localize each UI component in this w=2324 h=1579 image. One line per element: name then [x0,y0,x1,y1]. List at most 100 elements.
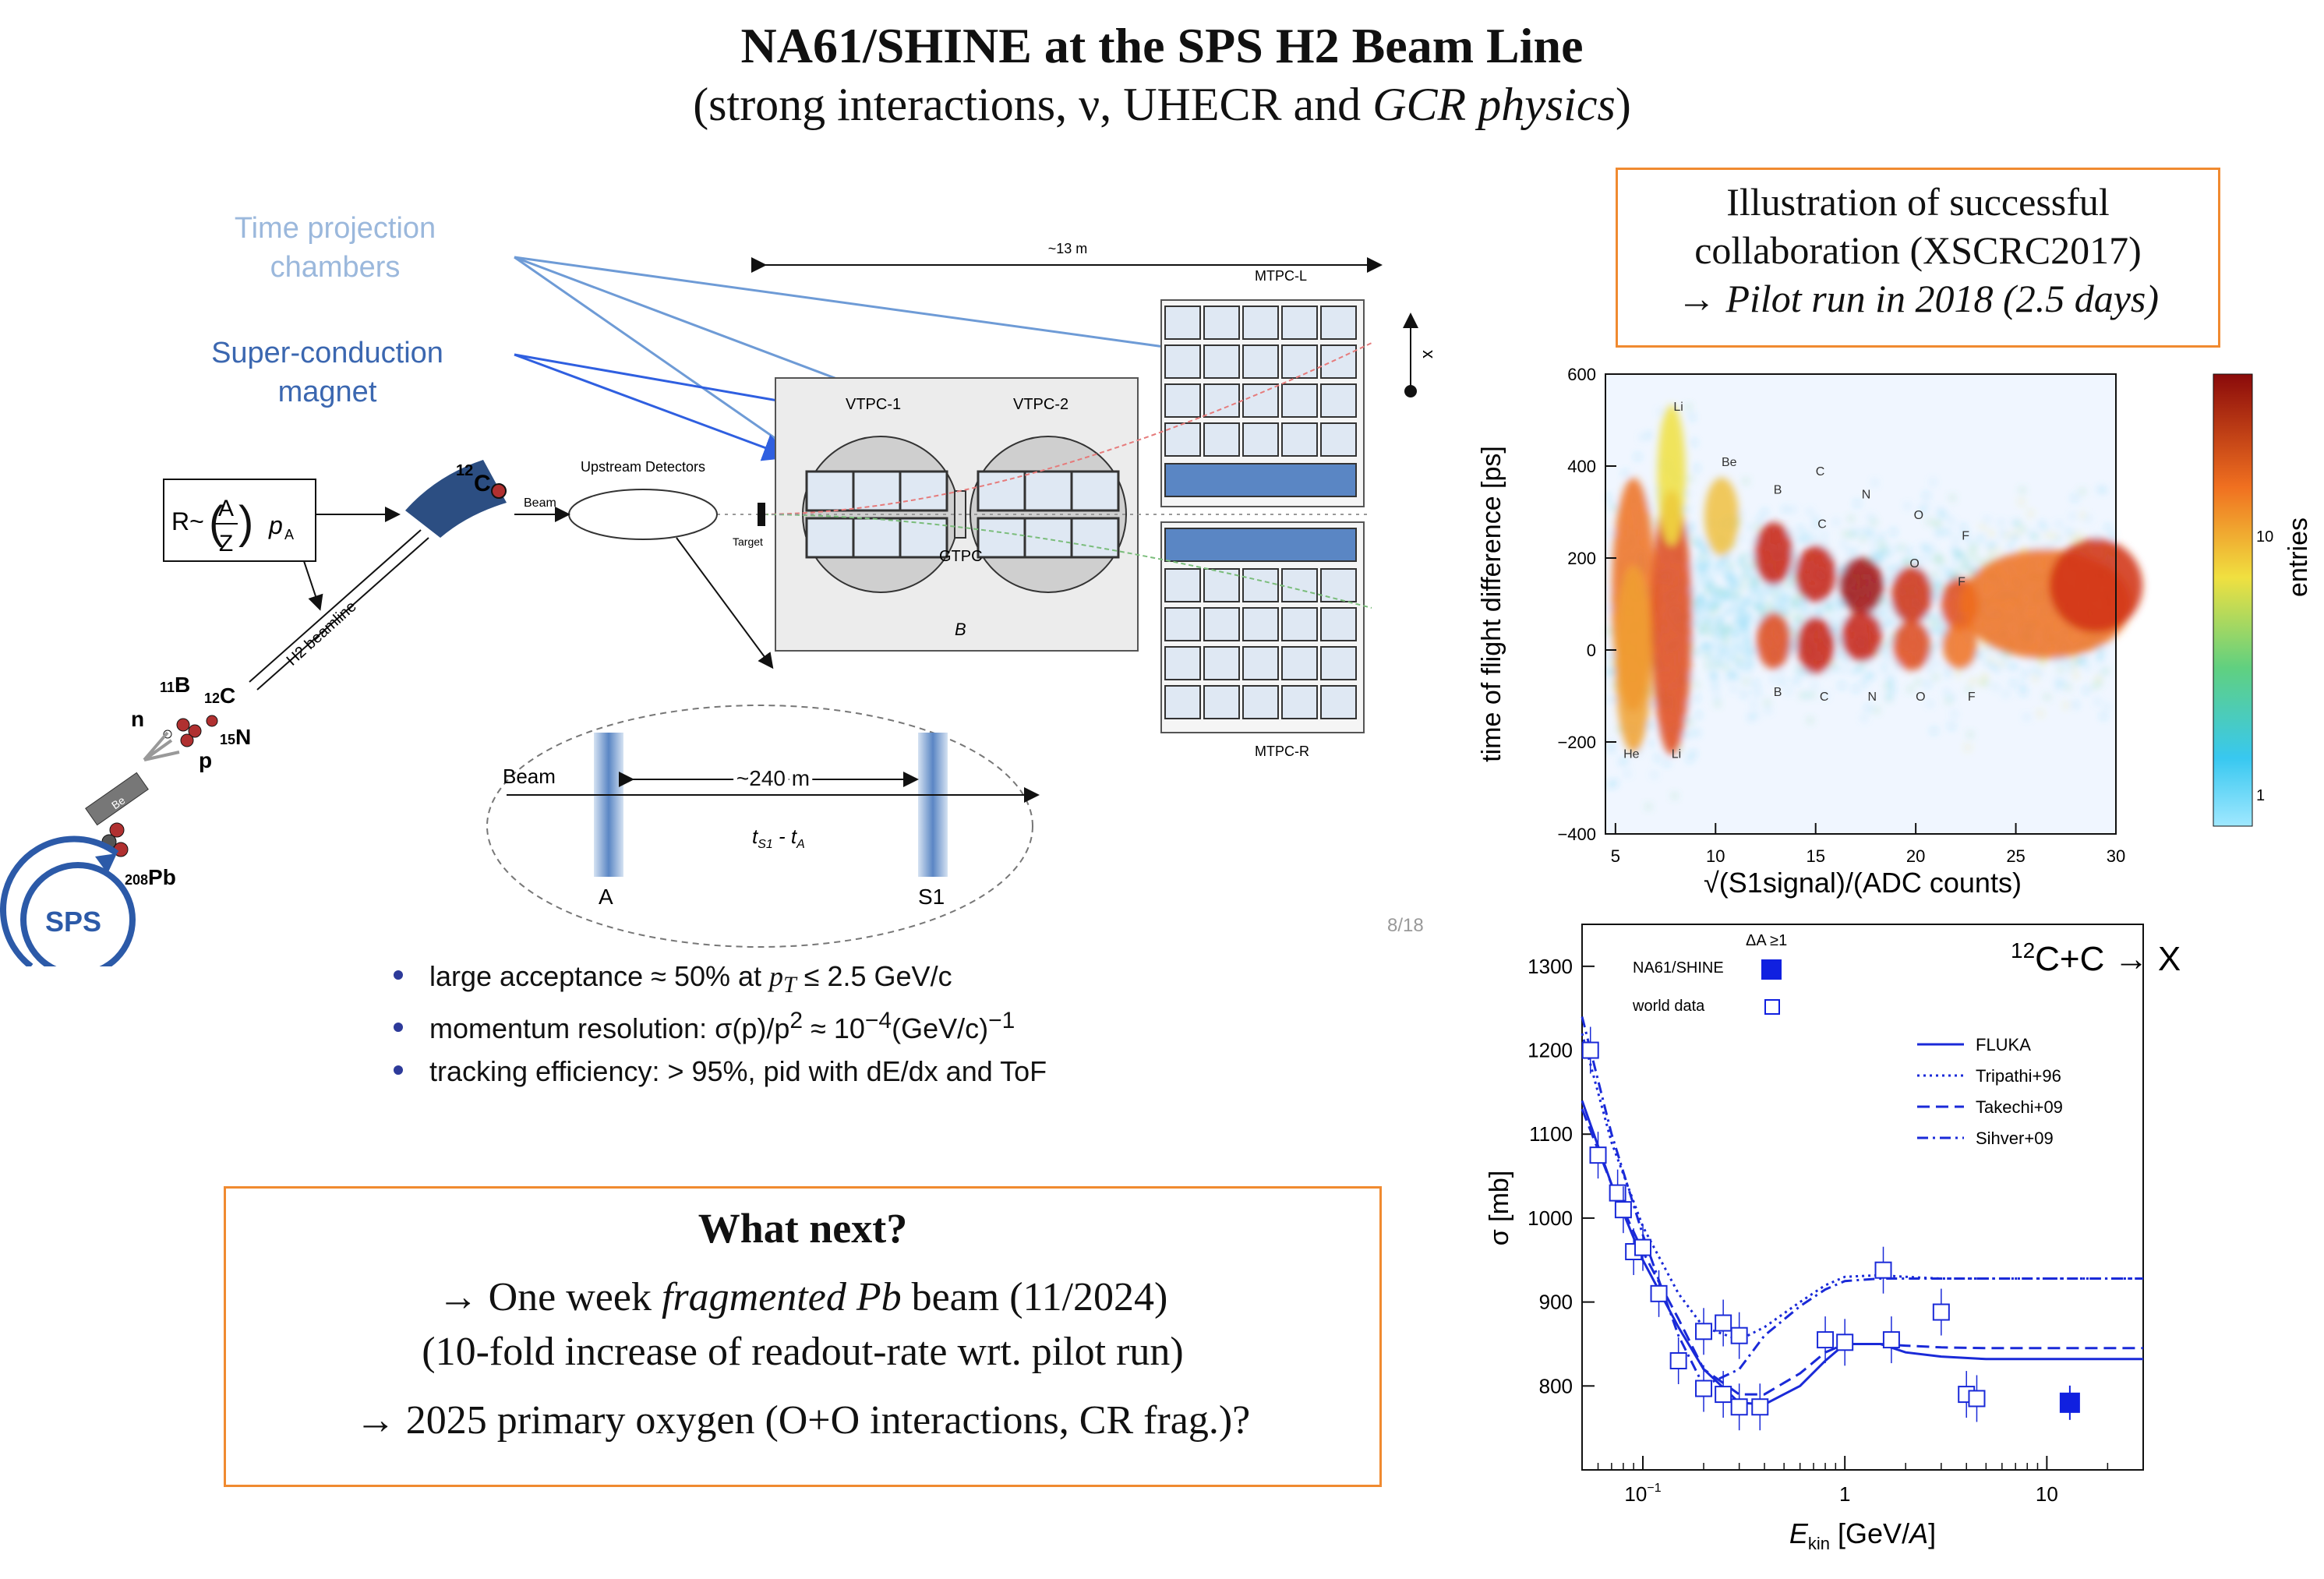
heat-speck [2006,534,2010,538]
heat-speck [1743,617,1747,621]
heat-speck [1763,510,1767,514]
heat-speck [1795,588,1799,592]
heat-speck [2086,517,2090,521]
heat-speck [1839,572,1843,576]
heat-speck [1907,549,1911,553]
heat-speck [1771,677,1775,681]
tpc-label: Time projection [235,212,436,245]
heat-speck [1744,479,1748,483]
heat-speck [1724,639,1728,643]
heat-speck [1795,558,1799,562]
heat-speck [1727,579,1731,583]
heat-speck [1934,675,1937,679]
heat-speck [1867,659,1871,663]
heat-speck [1717,653,1721,657]
heat-speck [1708,543,1711,547]
heat-speck [1636,455,1640,459]
heat-speck [2036,671,2040,675]
heat-speck [1743,639,1747,643]
legend-entry: Sihver+09 [1976,1129,2054,1148]
heat-speck [2011,681,2015,685]
heat-speck [1927,574,1930,578]
heat-speck [1990,532,1994,535]
heat-speck [1752,702,1756,706]
heat-speck [1791,507,1795,511]
heat-speck [1790,625,1794,629]
xs-xlabel: Ekin [GeV/A] [1789,1517,1936,1553]
heat-speck [1791,578,1795,581]
heat-speck [1817,612,1821,616]
heat-speck [1729,574,1732,578]
heat-speck [2102,489,2106,493]
heat-speck [1794,616,1798,620]
heat-speck [1868,610,1872,614]
world-data-point [1695,1323,1713,1341]
heat-speck [1934,522,1938,526]
heat-speck [1966,746,1969,750]
heat-speck [1730,674,1734,678]
heat-speck [1879,558,1883,562]
heat-speck [2084,656,2088,660]
heat-speck [2061,680,2065,684]
heat-speck [1896,665,1900,669]
heat-speck [1718,617,1722,621]
tof-ytick: 200 [1567,549,1596,568]
heat-speck [1717,595,1721,599]
color-bar [2213,373,2253,827]
heat-speck [1684,492,1688,496]
heat-speck [1789,645,1793,648]
heat-speck [1686,405,1690,409]
isotope-label: C [1817,518,1827,532]
heat-speck [1939,509,1943,513]
xs-ytick: 900 [1539,1291,1573,1314]
heat-speck [1796,666,1800,669]
heat-speck [1743,575,1747,579]
heat-speck [1703,576,1707,580]
heat-speck [2022,691,2026,694]
heat-speck [1734,646,1738,650]
heat-speck [1697,543,1701,547]
heat-speck [1647,804,1651,808]
heat-speck [1708,628,1712,632]
heat-speck [1607,496,1611,500]
heat-speck [1713,592,1717,596]
heat-speck [1973,570,1977,574]
heat-speck [1706,664,1710,668]
vtpc2-label: VTPC-2 [1013,396,1068,413]
heat-speck [1902,561,1905,565]
heat-speck [1965,567,1969,571]
heat-speck [1888,553,1891,556]
heat-speck [1873,541,1877,545]
heat-speck [2068,667,2071,671]
heat-blob [2049,539,2143,633]
heat-speck [1776,606,1780,609]
detector-a [594,733,623,877]
heat-speck [1739,512,1743,516]
frag-15n: 15N [220,725,251,749]
heat-speck [1731,631,1735,634]
heat-speck [1980,561,1983,565]
heat-speck [1800,694,1804,698]
heat-speck [2056,537,2060,541]
heat-blob [1893,620,1930,671]
heat-speck [1793,605,1797,609]
heat-speck [1817,606,1821,609]
heat-speck [1754,604,1757,608]
heat-speck [1940,626,1944,630]
heat-speck [1695,542,1699,546]
heat-speck [2057,522,2061,526]
heat-speck [1762,612,1766,616]
isotope-label: C [1816,465,1825,479]
heat-speck [1620,760,1624,764]
heat-speck [1891,530,1895,534]
heat-speck [1755,525,1759,529]
heat-speck [1842,542,1845,546]
heat-speck [1948,572,1952,576]
heat-speck [1924,546,1928,549]
heat-speck [1970,679,1974,683]
heat-speck [1789,573,1793,577]
heat-speck [1999,521,2003,525]
heat-speck [1658,410,1662,414]
heat-speck [2013,664,2017,668]
heat-speck [2110,535,2114,539]
